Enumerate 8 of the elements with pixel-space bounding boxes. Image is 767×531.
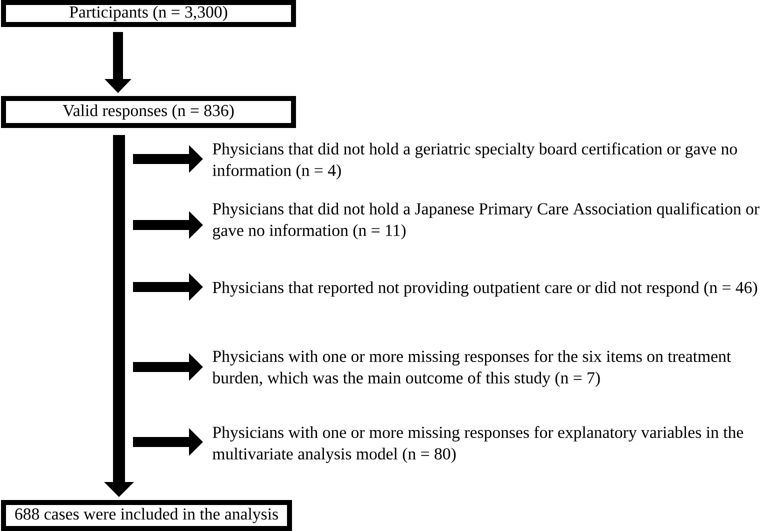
exclusion-text: Physicians with one or more missing responses for the six items on treatment burden, which was the main outcome of this study (n = 7) [212, 350, 731, 387]
flow-box: Valid responses (n = 836) [1, 96, 296, 128]
exclusion-text: Physicians that did not hold a geriatric specialty board certification or gave no information (n = 4) [212, 142, 737, 180]
flow-box: Participants (n = 3,300) [1, 0, 296, 27]
flow-box: 688 cases were included in the analysis [1, 500, 292, 531]
exclusion-text: Physicians that did not hold a Japanese Primary Care Association qualification or gave no information (n = 11) [212, 202, 760, 240]
exclusion-text: Physicians with one or more missing responses for explanatory variables in the multivariate analysis model (n = 80) [212, 426, 744, 463]
exclusion-text: Physicians that reported not providing outpatient care or did not respond (n = 46) [212, 281, 758, 297]
